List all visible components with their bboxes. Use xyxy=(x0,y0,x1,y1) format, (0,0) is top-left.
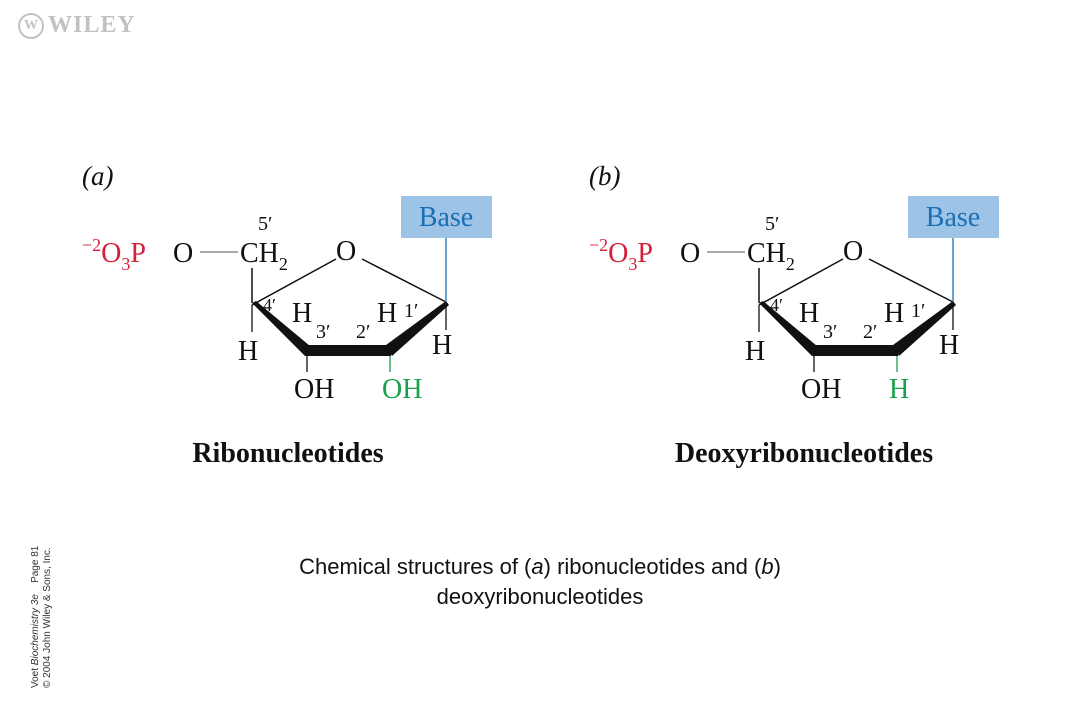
bond-c2-c1 xyxy=(386,301,449,356)
panel-letter: (b) xyxy=(589,161,620,191)
phosphate-charge: −2 xyxy=(82,235,101,255)
phosphate-subscript: 3 xyxy=(628,254,637,274)
compound-name: Ribonucleotides xyxy=(192,438,383,469)
bond-c4-c3 xyxy=(759,301,817,356)
phosphate-p: P xyxy=(130,238,146,269)
hydrogen-c1: H xyxy=(377,298,397,329)
bond-c3-c2 xyxy=(812,345,898,356)
base-box xyxy=(908,196,999,238)
hydrogen-right: H xyxy=(939,330,959,361)
ch2-subscript: 2 xyxy=(786,254,795,274)
ch2-group: CH2 xyxy=(240,238,288,274)
label-1-prime: 1′ xyxy=(404,300,418,322)
linking-oxygen: O xyxy=(680,238,700,269)
hydroxyl-c2: OH xyxy=(382,374,422,405)
hydrogen-right: H xyxy=(432,330,452,361)
bond-o-c4 xyxy=(251,258,337,306)
caption-line-2: deoxyribonucleotides xyxy=(436,584,644,609)
label-4-prime: 4′ xyxy=(770,295,783,315)
bond-o-c1 xyxy=(868,258,954,303)
ch-text: CH xyxy=(747,238,786,269)
credit-line-1: Voet Biochemistry 3e Page 81 xyxy=(30,545,41,688)
label-4-prime: 4′ xyxy=(263,295,276,315)
bond-c2-c1 xyxy=(893,301,956,356)
ch2-subscript: 2 xyxy=(279,254,288,274)
phosphate-oxygen: O xyxy=(101,238,121,269)
wiley-logo-text: WILEY xyxy=(48,12,136,38)
wiley-logo: W WILEY xyxy=(18,12,136,39)
phosphate-oxygen: O xyxy=(608,238,628,269)
hydroxyl-c3: OH xyxy=(294,374,334,405)
bond-o-c1 xyxy=(361,258,447,303)
hydroxyl-c3: OH xyxy=(801,374,841,405)
phosphate-p: P xyxy=(637,238,653,269)
ring-oxygen: O xyxy=(336,236,356,267)
ch-text: CH xyxy=(240,238,279,269)
hydrogen-c2: H xyxy=(889,374,909,405)
panel-letter: (a) xyxy=(82,161,113,191)
phosphate-group: −2O3P xyxy=(82,235,146,274)
base-box xyxy=(401,196,492,238)
phosphate-subscript: 3 xyxy=(121,254,130,274)
label-3-prime: 3′ xyxy=(316,321,330,343)
figure-caption: Chemical structures of (a) ribonucleotid… xyxy=(180,552,900,612)
base-label: Base xyxy=(419,202,473,233)
label-5-prime: 5′ xyxy=(765,213,779,235)
hydrogen-left: H xyxy=(745,336,765,367)
label-3-prime: 3′ xyxy=(823,321,837,343)
ch2-group: CH2 xyxy=(747,238,795,274)
bond-c4-c3 xyxy=(252,301,310,356)
bond-o-c4 xyxy=(758,258,844,306)
wiley-logo-mark: W xyxy=(18,12,44,39)
label-1-prime: 1′ xyxy=(911,300,925,322)
label-2-prime: 2′ xyxy=(863,321,877,343)
bond-c3-c2 xyxy=(305,345,391,356)
ring-oxygen: O xyxy=(843,236,863,267)
label-2-prime: 2′ xyxy=(356,321,370,343)
copyright-credit: Voet Biochemistry 3e Page 81 © 2004 John… xyxy=(30,546,54,688)
label-5-prime: 5′ xyxy=(258,213,272,235)
phosphate-charge: −2 xyxy=(589,235,608,255)
hydrogen-left: H xyxy=(238,336,258,367)
caption-line-1: Chemical structures of (a) ribonucleotid… xyxy=(299,554,781,579)
compound-name: Deoxyribonucleotides xyxy=(675,438,933,469)
credit-line-2: © 2004 John Wiley & Sons, Inc. xyxy=(42,547,53,688)
hydrogen-c4: H xyxy=(292,298,312,329)
hydrogen-c4: H xyxy=(799,298,819,329)
phosphate-group: −2O3P xyxy=(589,235,653,274)
linking-oxygen: O xyxy=(173,238,193,269)
base-label: Base xyxy=(926,202,980,233)
hydrogen-c1: H xyxy=(884,298,904,329)
